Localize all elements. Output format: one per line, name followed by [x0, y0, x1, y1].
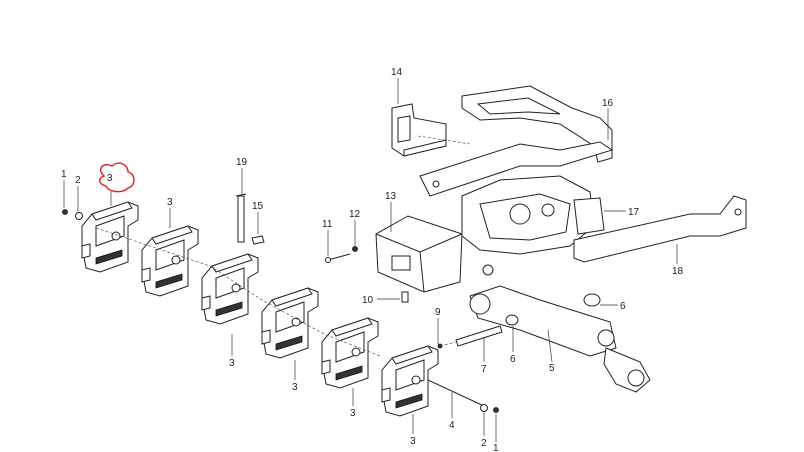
part-16-plate — [461, 85, 613, 163]
part-arm-left — [419, 141, 614, 197]
weights-stack — [81, 201, 439, 417]
callout-11: 11 — [322, 219, 333, 230]
part-7-shaft — [455, 325, 503, 347]
callout-3-b: 3 — [167, 197, 173, 208]
callout-2-right: 2 — [481, 438, 487, 449]
callout-10: 10 — [362, 295, 374, 306]
part-14-bracket — [391, 103, 447, 157]
part-2-washer-right — [480, 404, 488, 412]
highlight-circle — [99, 162, 135, 193]
callout-18: 18 — [672, 266, 684, 277]
part-19-rod — [235, 193, 247, 243]
part-5-axle — [469, 264, 651, 393]
part-1-nut-left — [62, 209, 68, 215]
callout-3-highlight: 3 — [107, 173, 113, 184]
callout-2-left: 2 — [75, 175, 81, 186]
callout-7: 7 — [481, 364, 487, 375]
callout-1-left: 1 — [61, 169, 67, 180]
callout-13: 13 — [385, 191, 397, 202]
callout-3-c: 3 — [229, 358, 235, 369]
callout-19: 19 — [236, 157, 248, 168]
callout-14: 14 — [391, 67, 403, 78]
callout-9: 9 — [435, 307, 441, 318]
part-11-bolt — [325, 253, 351, 263]
part-3-weight — [261, 287, 319, 359]
part-3-weight — [141, 225, 199, 297]
part-6-ring-bottom — [505, 314, 519, 326]
callout-3-e: 3 — [350, 408, 356, 419]
callout-15: 15 — [252, 201, 264, 212]
callout-17: 17 — [628, 207, 640, 218]
callout-6-bottom: 6 — [510, 354, 516, 365]
callout-5: 5 — [549, 363, 555, 374]
part-3-weight — [381, 345, 439, 417]
part-3-weight — [81, 201, 139, 273]
part-3-weight — [201, 253, 259, 325]
part-10-bolt — [401, 291, 409, 303]
callout-3-d: 3 — [292, 382, 298, 393]
callout-1-right: 1 — [493, 443, 499, 452]
callout-4: 4 — [449, 420, 455, 431]
callout-3-f: 3 — [410, 436, 416, 447]
callout-16: 16 — [602, 98, 614, 109]
part-4-rod — [427, 379, 485, 407]
part-13-box — [375, 215, 463, 293]
part-17-housing — [461, 175, 605, 255]
callout-12: 12 — [349, 209, 361, 220]
callout-6-top: 6 — [620, 301, 626, 312]
part-1-nut-right — [493, 407, 499, 413]
part-15-clip — [251, 235, 265, 245]
part-18-arm — [573, 195, 747, 263]
part-6-ring-top — [583, 293, 601, 307]
part-12-nut — [352, 246, 358, 252]
part-2-washer-left — [75, 212, 83, 220]
part-3-weight — [321, 317, 379, 389]
